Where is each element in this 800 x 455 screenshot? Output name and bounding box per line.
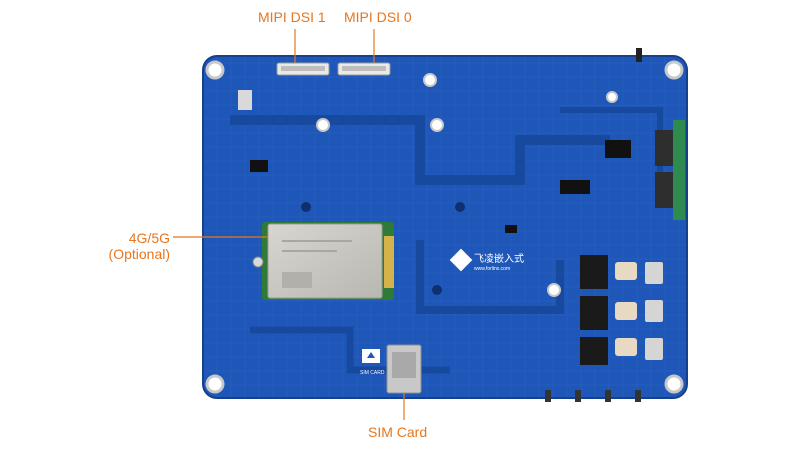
mipi-dsi-1-connector bbox=[276, 62, 330, 76]
mipi-dsi-0-connector bbox=[337, 62, 391, 76]
mounting-hole bbox=[205, 374, 225, 394]
mounting-hole bbox=[664, 60, 684, 80]
sim-slot-marking: SIM CARD bbox=[360, 370, 385, 376]
logo-text: 飞凌嵌入式 bbox=[474, 252, 524, 265]
mipi-dsi-1-label: MIPI DSI 1 bbox=[258, 9, 326, 25]
mounting-hole bbox=[205, 60, 225, 80]
4g-5g-label: 4G/5G (Optional) bbox=[60, 230, 170, 262]
4g-5g-module bbox=[252, 222, 394, 300]
logo-url: www.forlinx.com bbox=[474, 266, 510, 272]
callout-lines bbox=[173, 29, 405, 420]
mipi-dsi-0-label: MIPI DSI 0 bbox=[344, 9, 412, 25]
mounting-hole bbox=[664, 374, 684, 394]
sim-card-label: SIM Card bbox=[368, 424, 428, 440]
4g-5g-label-line2: (Optional) bbox=[108, 246, 170, 262]
power-inductors bbox=[580, 255, 663, 365]
4g-5g-label-line1: 4G/5G bbox=[128, 230, 170, 246]
